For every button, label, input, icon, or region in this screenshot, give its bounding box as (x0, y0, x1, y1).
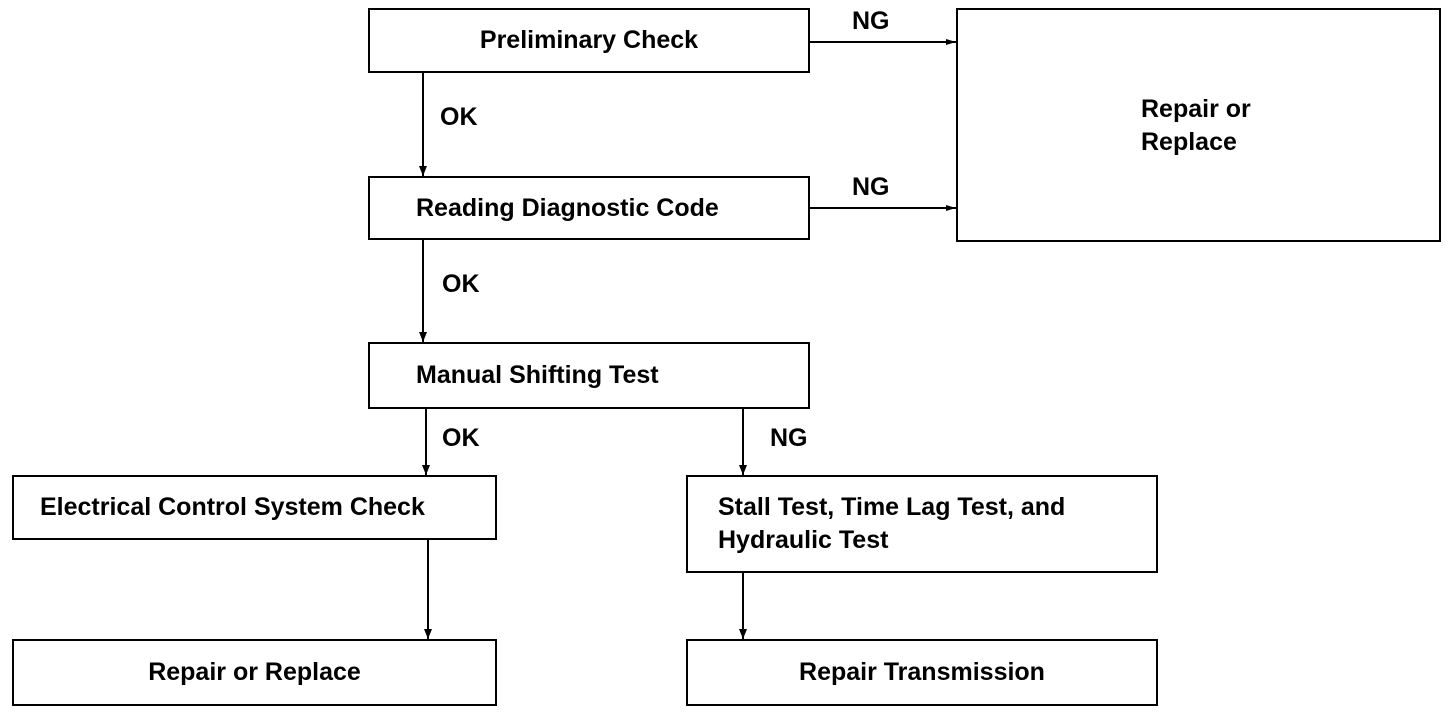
ok-label-manual: OK (442, 424, 480, 452)
stall-test-label-line1: Stall Test, Time Lag Test, and (718, 493, 1066, 521)
reading-diagnostic-code-box: Reading Diagnostic Code (368, 176, 810, 240)
ok-label-preliminary: OK (440, 103, 478, 131)
repair-transmission-box: Repair Transmission (686, 639, 1158, 706)
ng-label-preliminary: NG (852, 7, 890, 35)
reading-diagnostic-code-label: Reading Diagnostic Code (416, 193, 719, 222)
manual-shifting-test-label: Manual Shifting Test (416, 361, 659, 389)
ok-label-diagnostic: OK (442, 270, 480, 298)
ng-label-manual: NG (770, 424, 808, 452)
preliminary-check-label: Preliminary Check (479, 26, 699, 54)
preliminary-check-box: Preliminary Check (368, 8, 810, 73)
manual-shifting-test-box: Manual Shifting Test (368, 342, 810, 409)
repair-or-replace-top-label-line2: Replace (1141, 128, 1237, 156)
repair-or-replace-top-box: Repair or Replace (956, 8, 1441, 242)
electrical-control-system-check-label: Electrical Control System Check (40, 493, 425, 521)
ng-label-diagnostic: NG (852, 173, 890, 201)
stall-time-lag-hydraulic-test-box: Stall Test, Time Lag Test, and Hydraulic… (686, 475, 1158, 573)
electrical-control-system-check-box: Electrical Control System Check (12, 475, 497, 540)
repair-transmission-label: Repair Transmission (799, 658, 1045, 686)
repair-or-replace-top-label-line1: Repair or (1141, 95, 1251, 123)
repair-or-replace-bottom-label: Repair or Replace (148, 658, 361, 686)
repair-or-replace-bottom-box: Repair or Replace (12, 639, 497, 706)
stall-test-label-line2: Hydraulic Test (718, 526, 889, 554)
